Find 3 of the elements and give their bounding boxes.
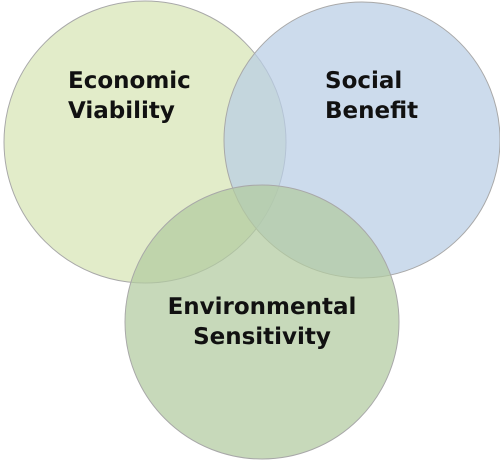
circle-label: Environmental Sensitivity	[166, 293, 358, 352]
circle-label: Social Benefit	[325, 67, 420, 126]
circle-label: Economic Viability	[68, 67, 192, 126]
